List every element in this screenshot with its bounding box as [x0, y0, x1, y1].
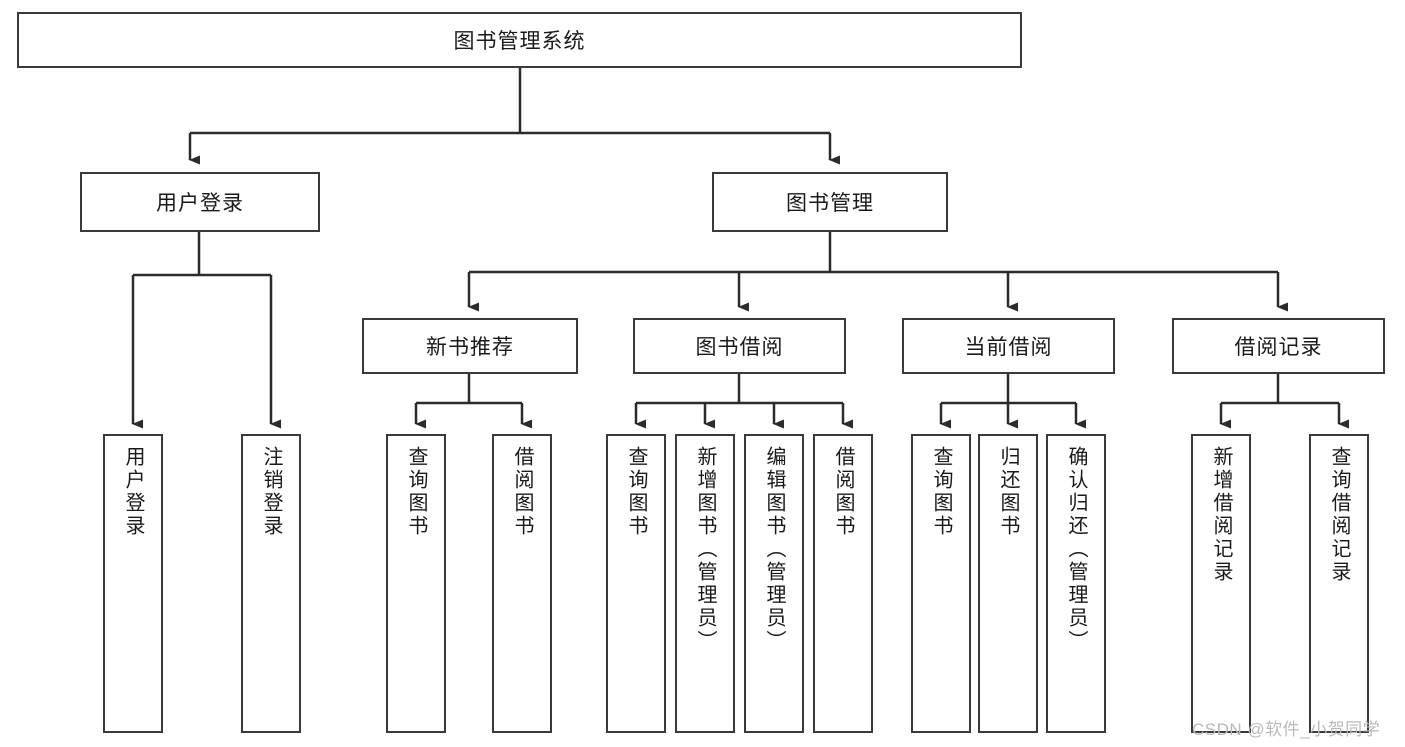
node-current-borrow[interactable]: 当前借阅 [902, 318, 1115, 374]
node-book-borrow[interactable]: 图书借阅 [633, 318, 846, 374]
node-root-label: 图书管理系统 [453, 30, 586, 53]
leaf-label: 用户登录 [122, 446, 144, 538]
watermark: CSDN @软件_小贺同学 [1192, 720, 1381, 739]
leaf-label: 查询借阅记录 [1328, 446, 1350, 584]
leaf-label: 新增借阅记录 [1210, 446, 1232, 584]
leaf-current-query-book[interactable]: 查询图书 [911, 434, 971, 733]
node-book-management[interactable]: 图书管理 [712, 172, 948, 232]
leaf-label: 查询图书 [625, 446, 647, 538]
leaf-label: 借阅图书 [832, 446, 854, 538]
leaf-borrow-add-book-admin[interactable]: 新增图书（管理员） [675, 434, 735, 733]
node-borrow-record[interactable]: 借阅记录 [1172, 318, 1385, 374]
leaf-record-add[interactable]: 新增借阅记录 [1191, 434, 1251, 733]
node-current-borrow-label: 当前借阅 [964, 336, 1053, 359]
leaf-borrow-query-book[interactable]: 查询图书 [606, 434, 666, 733]
node-user-login[interactable]: 用户登录 [80, 172, 320, 232]
leaf-label: 编辑图书（管理员） [763, 446, 785, 653]
node-new-book-recommend-label: 新书推荐 [426, 336, 514, 359]
leaf-label: 新增图书（管理员） [694, 446, 716, 653]
node-borrow-record-label: 借阅记录 [1234, 336, 1323, 359]
leaf-label: 借阅图书 [511, 446, 533, 538]
leaf-record-query[interactable]: 查询借阅记录 [1309, 434, 1369, 733]
leaf-borrow-borrow-book[interactable]: 借阅图书 [813, 434, 873, 733]
leaf-label: 注销登录 [260, 446, 282, 538]
leaf-current-return-book[interactable]: 归还图书 [978, 434, 1038, 733]
leaf-label: 归还图书 [997, 446, 1019, 538]
leaf-label: 查询图书 [930, 446, 952, 538]
node-user-login-label: 用户登录 [156, 192, 244, 215]
node-new-book-recommend[interactable]: 新书推荐 [362, 318, 578, 374]
node-book-management-label: 图书管理 [786, 192, 874, 215]
leaf-user-login-logout[interactable]: 注销登录 [241, 434, 301, 733]
leaf-new-book-query[interactable]: 查询图书 [386, 434, 446, 733]
leaf-label: 确认归还（管理员） [1065, 446, 1087, 653]
leaf-label: 查询图书 [405, 446, 427, 538]
node-root[interactable]: 图书管理系统 [17, 12, 1022, 68]
node-book-borrow-label: 图书借阅 [695, 336, 784, 359]
leaf-current-confirm-return-admin[interactable]: 确认归还（管理员） [1046, 434, 1106, 733]
leaf-user-login-login[interactable]: 用户登录 [103, 434, 163, 733]
leaf-borrow-edit-book-admin[interactable]: 编辑图书（管理员） [744, 434, 804, 733]
leaf-new-book-borrow[interactable]: 借阅图书 [492, 434, 552, 733]
